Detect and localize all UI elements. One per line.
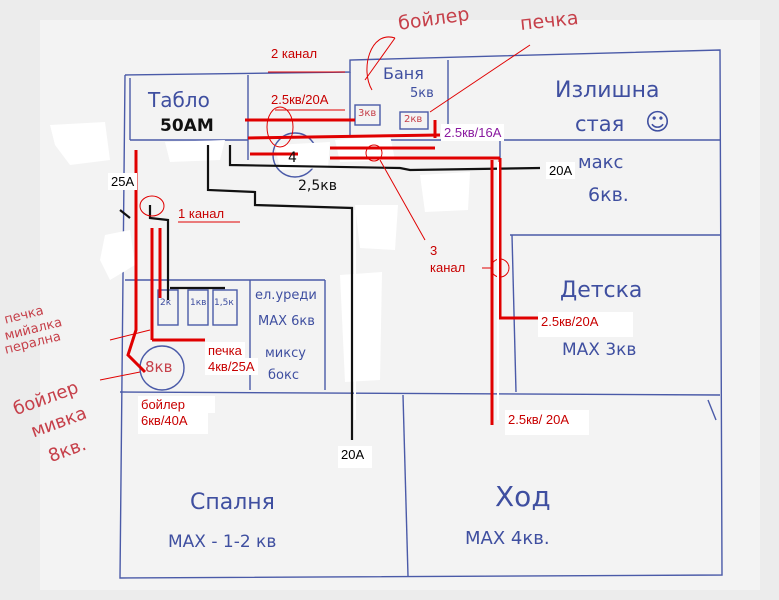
pechka-top-leader — [429, 44, 531, 113]
izlishna-label: Излишна — [555, 78, 660, 103]
kitchen-mix-label: миксу — [265, 346, 306, 361]
appliance-3-label: 1,5к — [214, 298, 234, 308]
boiler-top-curl — [366, 36, 396, 91]
hod-label: Ход — [495, 480, 551, 513]
wall-mark — [707, 399, 717, 421]
red-ch2-line-2 — [247, 133, 441, 140]
bedroom-wall-top — [119, 391, 721, 396]
small-stove-box — [399, 111, 429, 130]
boiler-circle-label: 8кв — [145, 358, 173, 376]
boiler-rating-name: бойлер — [138, 396, 215, 413]
spalnya-power-label: МАХ - 1-2 кв — [168, 532, 277, 552]
white-patch-2 — [165, 140, 225, 162]
channel-3-number: 3 — [430, 243, 438, 258]
junction-label: 4 — [288, 150, 297, 166]
pechka-leader — [109, 329, 151, 341]
breaker-25a-label: 25А — [108, 173, 138, 190]
red-wiring — [126, 118, 540, 425]
banya-label: Баня — [383, 64, 424, 83]
detska-power-label: МАХ 3кв — [562, 340, 637, 360]
red-boiler-wire — [126, 150, 147, 374]
white-patch-1 — [50, 122, 110, 165]
spalnya-label: Спалня — [190, 490, 275, 515]
detska-label: Детска — [560, 278, 643, 303]
channel-1-label: 1 канал — [178, 206, 225, 221]
pechka-rating-value: 4кв/25А — [205, 358, 258, 375]
correction-patches — [50, 122, 470, 382]
black-wiring — [119, 145, 541, 440]
banya-power-label: 5кв — [410, 86, 434, 101]
appliance-1-label: 2к — [160, 298, 172, 308]
wire-to-kitchen — [148, 205, 170, 300]
wire-to-right — [228, 145, 541, 172]
pechka-rating-name: печка — [205, 342, 245, 359]
main-wire-label: 2,5кв — [298, 178, 337, 194]
channel-3-label: канал — [430, 260, 466, 275]
white-patch-6 — [420, 172, 470, 212]
channel-2-bath-rating: 2.5кв/16А — [441, 124, 505, 141]
hod-power-label: МАХ 4кв. — [465, 528, 550, 549]
hod-rating: 2.5кв/ 20А — [505, 410, 590, 435]
staya-label: стая — [575, 112, 625, 136]
detska-rating: 2.5кв/20А — [538, 312, 634, 337]
red-leaders — [99, 36, 531, 381]
ch2-marker — [266, 106, 294, 148]
channel-2-rating: 2.5кв/20А — [271, 92, 329, 107]
small-boiler-label: 3кв — [358, 108, 377, 119]
red-ch3-detska — [498, 158, 540, 320]
appliance-box-3 — [212, 289, 238, 326]
ch3-marker — [365, 144, 383, 162]
small-boiler-box — [354, 104, 381, 126]
white-wires — [354, 162, 499, 420]
tablo-label: Табло — [148, 88, 210, 112]
wire-stub — [119, 209, 131, 219]
breaker-20a-right: 20А — [546, 162, 576, 179]
boiler-leader — [99, 371, 141, 381]
appliance-2-label: 1кв — [190, 298, 207, 308]
staya-maks-label: макс — [578, 152, 624, 173]
breaker-20a-bottom: 20А — [338, 446, 373, 468]
detska-wall-left — [511, 234, 517, 393]
wire-to-bottom — [206, 145, 354, 440]
smiley-icon: ☺ — [645, 108, 671, 136]
tablo-amp-label: 50АМ — [160, 116, 214, 136]
white-patch-5 — [355, 205, 398, 250]
boiler-top-leader — [364, 37, 396, 81]
channel-2-label: 2 канал — [271, 46, 318, 61]
kitchen-box-label: бокс — [268, 368, 299, 383]
kitchen-appliances-label: ел.уреди — [255, 288, 317, 303]
kitchen-power-label: МАХ 6кв — [258, 314, 315, 329]
bedroom-divider — [402, 394, 409, 577]
ch1-marker — [139, 195, 165, 217]
ch3-leader — [379, 159, 426, 241]
small-stove-label: 2кв — [404, 114, 423, 125]
white-patch-8 — [275, 142, 330, 170]
white-patch-3 — [100, 230, 135, 280]
staya-power-label: 6кв. — [588, 184, 629, 206]
boiler-rating-value: 6кв/40А — [138, 412, 208, 434]
white-patch-7 — [340, 272, 382, 382]
appliance-box-2 — [187, 289, 209, 326]
